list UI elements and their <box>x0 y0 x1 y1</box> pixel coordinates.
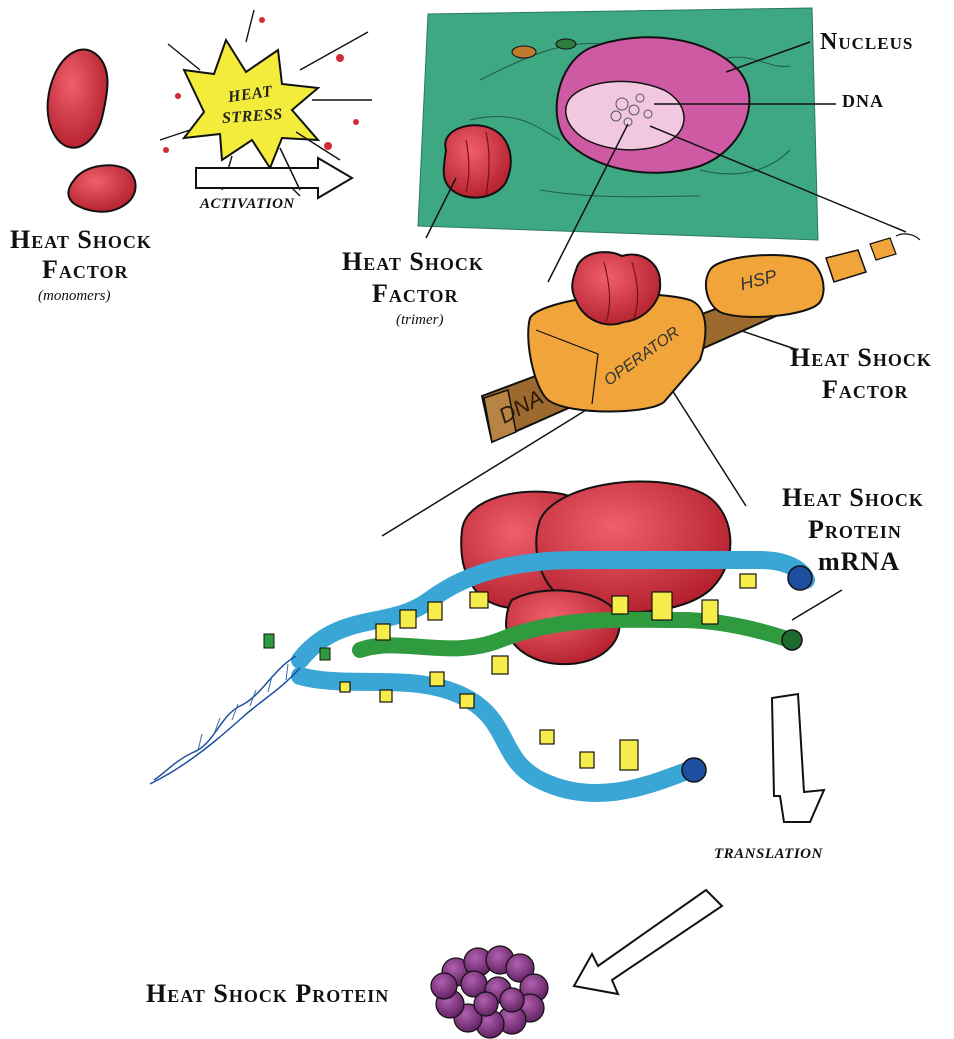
hsf-right-title-line1: Heat Shock <box>790 344 932 371</box>
hsp-mrna-line3: mRNA <box>818 548 900 575</box>
activation-arrow <box>196 158 352 198</box>
dna-double-helix <box>150 656 300 784</box>
nucleus-label: Nucleus <box>820 30 913 55</box>
hsf-trimer-title-line1: Heat Shock <box>342 248 484 275</box>
gene-assembly <box>482 234 920 442</box>
hsf-monomer-beans <box>48 49 136 211</box>
hsf-trimer-blob <box>444 125 511 197</box>
hsf-right-title-line2: Factor <box>822 376 909 403</box>
heat-shock-protein-label: Heat Shock Protein <box>146 980 389 1007</box>
hsf-monomers-title-line2: Factor <box>42 256 129 283</box>
heat-shock-protein-cluster <box>431 946 548 1038</box>
hsf-trimer-subtitle: (trimer) <box>396 312 444 329</box>
to-protein-arrow <box>574 890 722 994</box>
hsf-monomer-2 <box>68 165 135 211</box>
hsf-monomer-1 <box>48 49 108 147</box>
translation-arrow <box>772 694 824 822</box>
mrna-blue-lower <box>300 676 690 793</box>
hsf-monomers-subtitle: (monomers) <box>38 288 111 305</box>
transcription-complex <box>150 481 812 793</box>
hsp-mrna-line1: Heat Shock <box>782 484 924 511</box>
hsf-trimer-title-line2: Factor <box>372 280 459 307</box>
hsp-mrna-line2: Protein <box>808 516 902 543</box>
activation-label: ACTIVATION <box>200 196 295 213</box>
translation-label: TRANSLATION <box>714 846 823 863</box>
dna-nucleus-label: DNA <box>842 92 884 111</box>
cell-panel <box>418 8 818 240</box>
hsf-monomers-title-line1: Heat Shock <box>10 226 152 253</box>
